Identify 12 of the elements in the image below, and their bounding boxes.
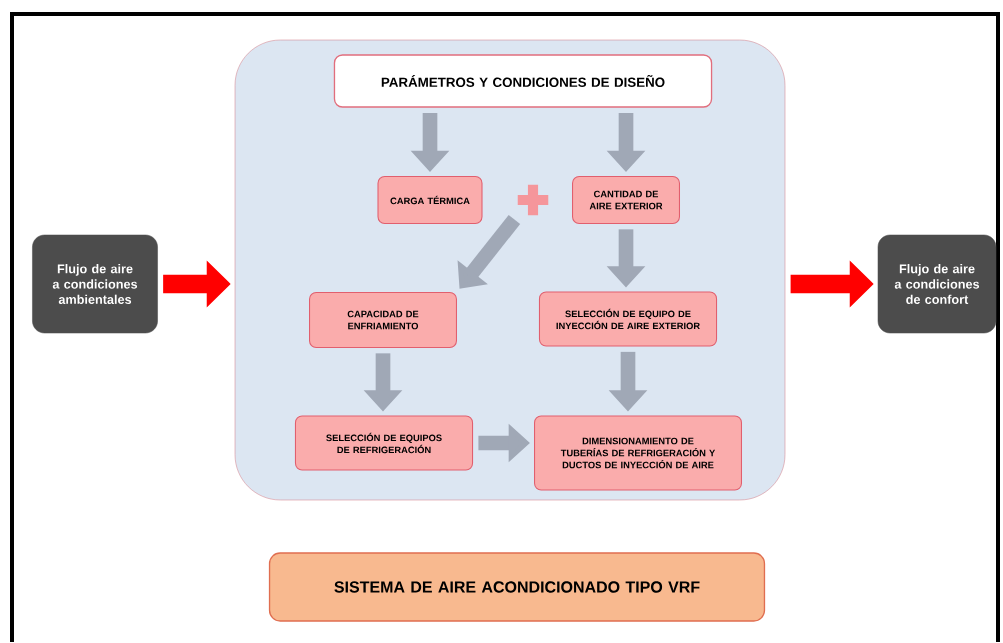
block-arrow	[457, 214, 521, 289]
system-banner: SISTEMA DE AIRE ACONDICIONADO TIPO VRF	[268, 552, 766, 622]
plus-icon	[517, 184, 549, 216]
process-box: DIMENSIONAMIENTO DE TUBERÍAS DE REFRIGERACIÓN Y DUCTOS DE INYECCIÓN DE AIRE	[534, 415, 742, 491]
process-box: CANTIDAD DE AIRE EXTERIOR	[572, 176, 680, 224]
flow-box: Flujo de aire a condiciones ambientales	[32, 234, 158, 334]
process-box: SELECCIÓN DE EQUIPO DE INYECCIÓN DE AIRE EXTERIOR	[538, 291, 718, 347]
header-box: PARÁMETROS Y CONDICIONES DE DISEÑO	[333, 54, 713, 108]
process-box: CARGA TÉRMICA	[377, 176, 483, 224]
process-box: SELECCIÓN DE EQUIPOS DE REFRIGERACIÓN	[294, 415, 474, 471]
process-box: CAPACIDAD DE ENFRIAMIENTO	[309, 292, 457, 348]
flow-box: Flujo de aire a condiciones de confort	[877, 234, 997, 334]
